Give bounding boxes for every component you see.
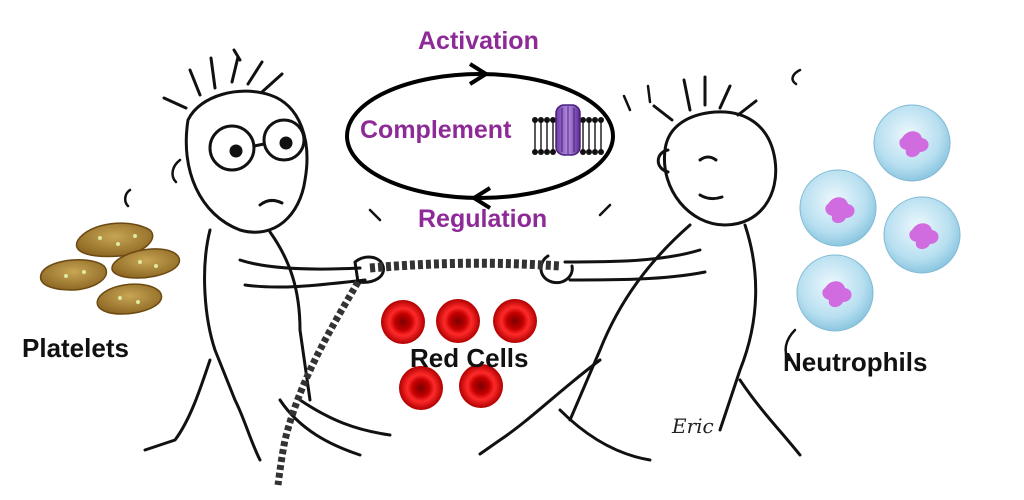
neutrophil [883,196,961,274]
regulation-label: Regulation [418,205,548,233]
complement-label: Complement [360,116,512,144]
artist-signature: Eric [672,414,714,438]
tug-rope [369,258,561,273]
neutrophils-label: Neutrophils [783,347,928,377]
activation-label: Activation [418,27,539,55]
left-man-figure [143,48,392,462]
top-arrowhead [468,62,490,86]
red-cells-label: Red Cells [410,343,529,373]
right-man-figure [478,75,802,462]
complement-cycle [345,62,615,210]
red-cell [399,366,443,410]
red-cell [436,299,480,343]
platelet-cells [39,222,181,315]
platelet [39,259,108,291]
red-cell [493,299,537,343]
neutrophil [796,254,874,332]
platelets-label: Platelets [22,333,129,363]
platelet [111,248,181,279]
red-cell [459,364,503,408]
platelet [96,283,163,315]
motion-marks [124,68,802,362]
bottom-arrowhead [470,186,492,210]
red-cell [381,300,425,344]
red-blood-cells [381,299,537,410]
membrane-receptor-icon [532,104,604,156]
platelet [75,222,154,258]
neutrophil-cells [796,104,961,332]
rope-tail [274,280,362,486]
neutrophil [873,104,951,182]
neutrophil [799,169,877,247]
